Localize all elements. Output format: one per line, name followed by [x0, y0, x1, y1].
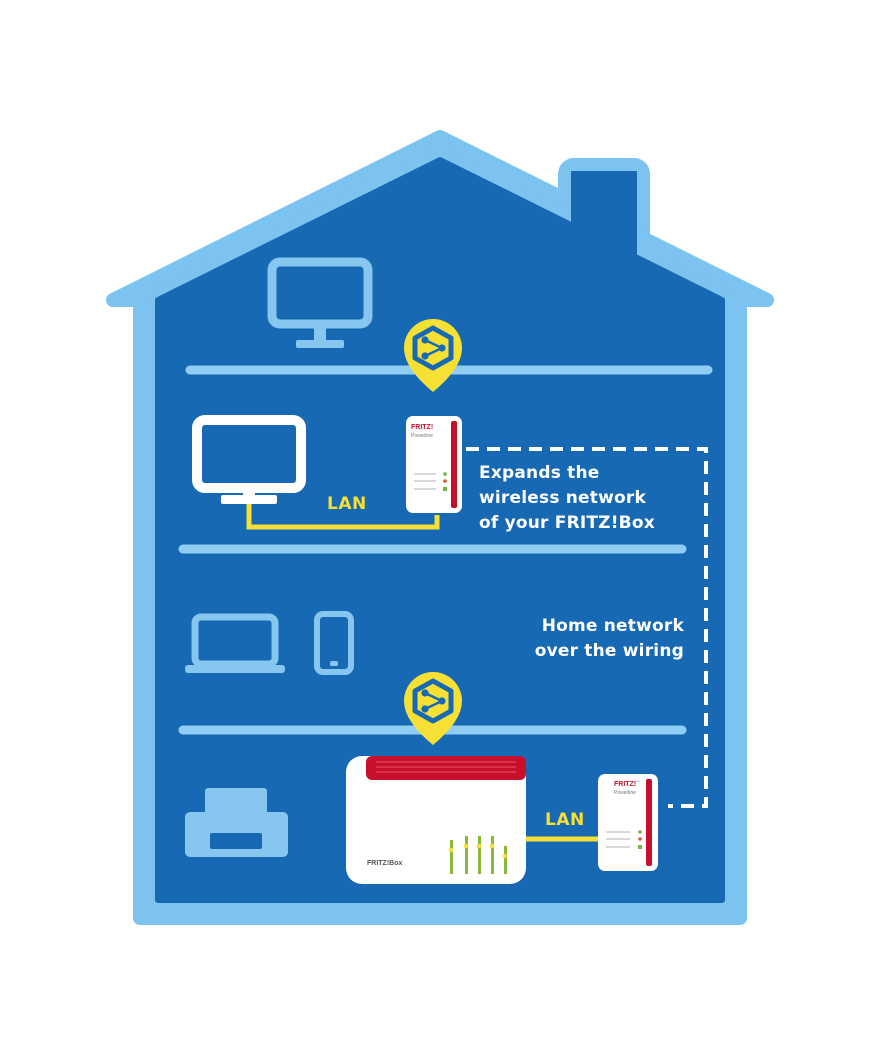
mesh-marker-icon-top [404, 319, 462, 392]
home-network-label-line2: over the wiring [534, 641, 684, 661]
home-network-label-line1: Home network [541, 616, 684, 636]
powerline-top-model: Powerline [411, 433, 433, 439]
powerline-bottom-model: Powerline [614, 790, 636, 796]
expands-label-line2: wireless network [479, 488, 646, 508]
fritz-powerline-adapter-top [406, 416, 462, 513]
lan-label-top: LAN [327, 494, 367, 514]
mesh-marker-icon-bottom [404, 672, 462, 745]
expands-label-line1: Expands the [479, 463, 600, 483]
tv-icon [192, 415, 306, 504]
monitor-icon [267, 257, 373, 348]
printer-icon [185, 788, 288, 857]
expands-label: Expands the wireless network of your FRI… [479, 461, 655, 536]
laptop-icon [185, 613, 285, 673]
powerline-bottom-brand: FRITZ! [614, 781, 637, 788]
smartphone-icon [314, 611, 354, 675]
expands-label-line3: of your FRITZ!Box [479, 513, 655, 533]
dashed-powerline-link [466, 447, 708, 808]
lan-label-bottom: LAN [545, 810, 585, 830]
home-network-label: Home network over the wiring [520, 614, 684, 664]
router-brand: FRITZ!Box [367, 860, 403, 867]
fritz-box-router [346, 756, 526, 884]
powerline-top-brand: FRITZ! [411, 424, 434, 431]
fritz-powerline-adapter-bottom [598, 774, 658, 871]
lan-cable-top [246, 504, 440, 530]
